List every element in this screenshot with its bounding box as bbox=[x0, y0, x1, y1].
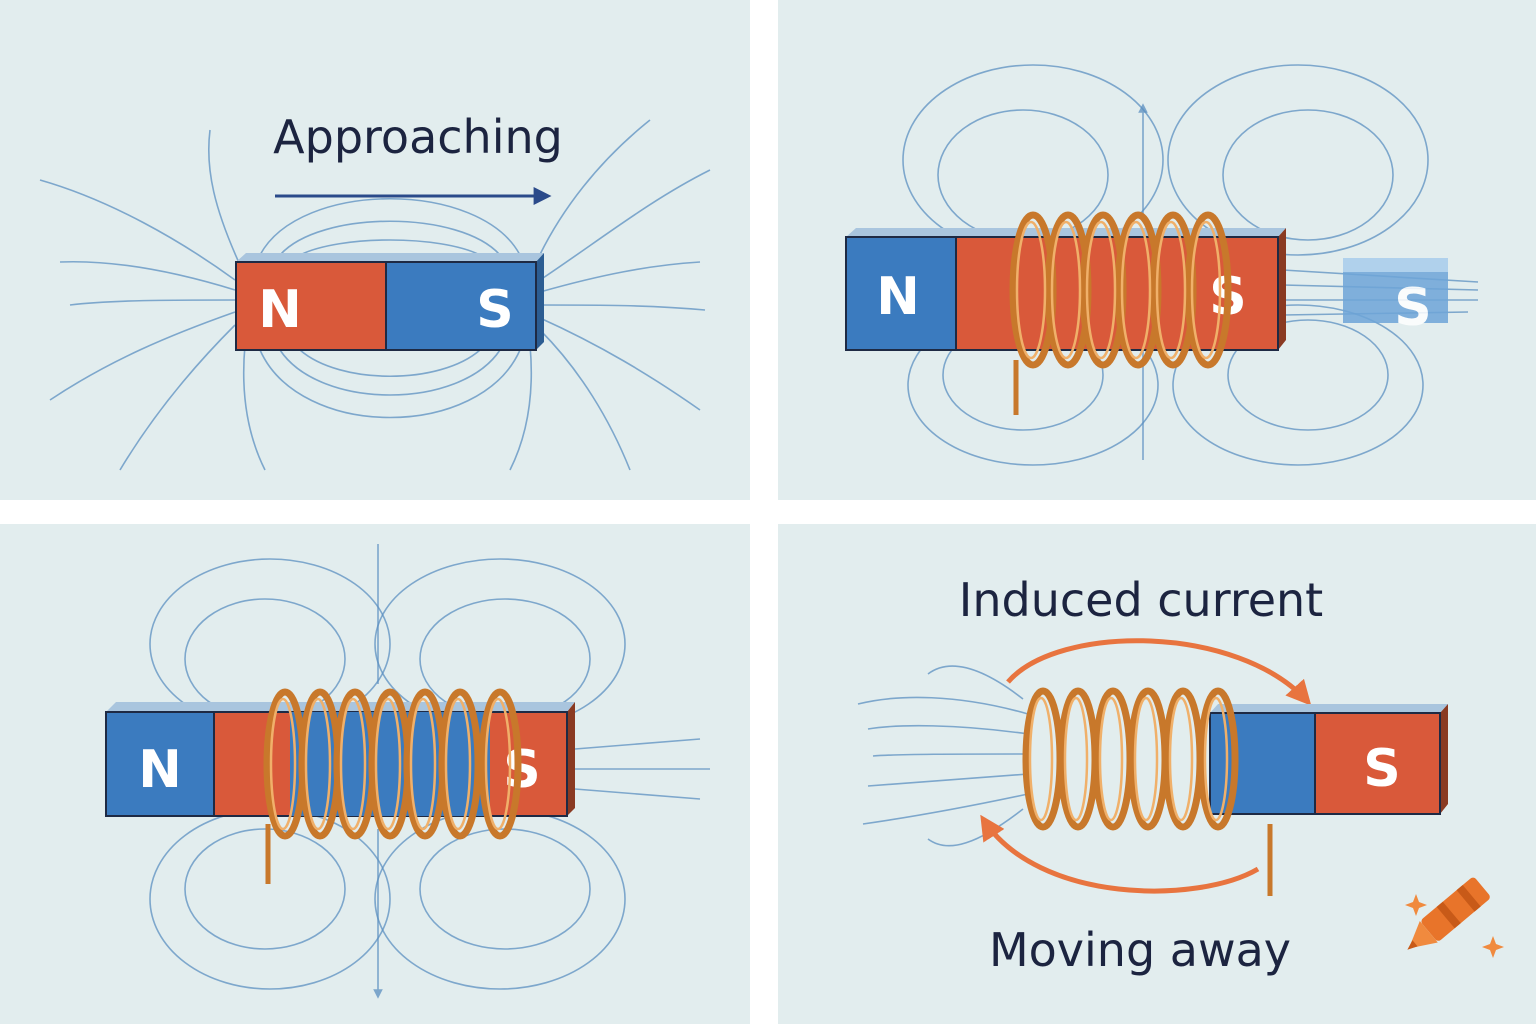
current-arrow-top bbox=[1006, 638, 1312, 706]
panel-2-drawing: N S S bbox=[845, 64, 1479, 466]
copper-coil bbox=[1009, 211, 1232, 415]
sparkle-icon bbox=[1405, 894, 1427, 916]
caption-induced-current: Induced current bbox=[959, 573, 1323, 627]
north-label: N bbox=[138, 740, 182, 800]
north-pole bbox=[845, 236, 957, 351]
panel-approaching: Approaching N S bbox=[0, 0, 750, 500]
copper-coil bbox=[1022, 687, 1273, 896]
north-label: N bbox=[258, 280, 302, 340]
panel-3-drawing: N S bbox=[105, 544, 710, 999]
south-label: S bbox=[1363, 739, 1400, 799]
south-label: S bbox=[476, 280, 513, 340]
south-pole bbox=[385, 261, 537, 351]
bar-magnet: N S bbox=[235, 253, 544, 351]
small-magnet-label: S bbox=[1394, 278, 1431, 338]
panel-1-drawing: Approaching N S bbox=[39, 110, 711, 471]
field-lines bbox=[39, 119, 711, 471]
north-pole bbox=[105, 711, 215, 817]
caption-moving-away: Moving away bbox=[989, 923, 1291, 977]
magnet-core-visible bbox=[290, 712, 490, 816]
panel-coil-centered: N S bbox=[0, 524, 750, 1024]
panel-4-drawing: Induced current S bbox=[857, 573, 1504, 977]
panel-inside-coil: N S S bbox=[778, 0, 1536, 500]
caption-approaching: Approaching bbox=[273, 110, 563, 164]
current-arrow-bottom bbox=[980, 814, 1260, 894]
sparkle-icon bbox=[1482, 936, 1504, 958]
panel-moving-away: Induced current S bbox=[778, 524, 1536, 1024]
north-label: N bbox=[876, 267, 920, 327]
bar-magnet: S bbox=[1209, 704, 1448, 815]
south-pole bbox=[1314, 712, 1441, 815]
small-magnet: S bbox=[1343, 258, 1448, 338]
copper-coil bbox=[263, 688, 522, 884]
crayon-icon bbox=[1407, 877, 1490, 950]
field-lines bbox=[857, 665, 1029, 847]
